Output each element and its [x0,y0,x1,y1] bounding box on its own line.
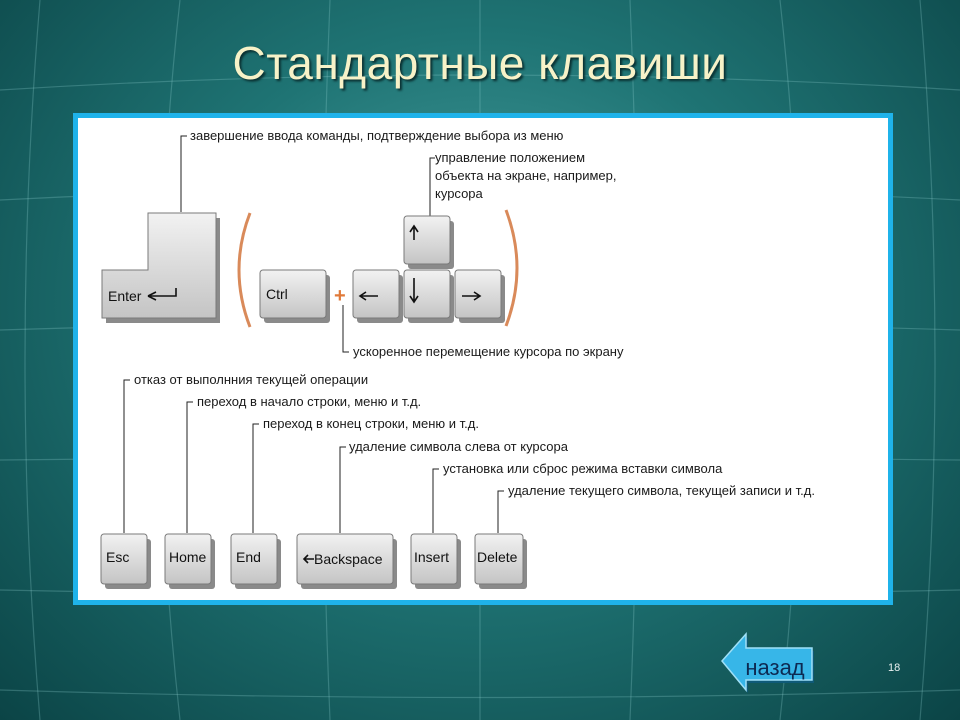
arrow-up-icon [409,224,419,240]
delete-key: Delete [474,533,527,589]
keyboard-diagram: завершение ввода команды, подтверждение … [100,128,815,589]
backspace-description: удаление символа слева от курсора [349,439,569,454]
arrow-down-icon [409,278,419,304]
enter-key-label: Enter [108,288,142,304]
backspace-key: Backspace [296,533,397,589]
back-button[interactable]: назад [718,628,816,694]
home-key: Home [164,533,215,589]
ctrl-key-label: Ctrl [266,286,288,302]
arrows-description-line3: курсора [435,186,484,201]
back-button-label: назад [745,655,805,680]
back-arrow-icon [721,632,814,693]
home-description: переход в начало строки, меню и т.д. [197,394,421,409]
insert-key-label: Insert [414,549,449,565]
esc-key: Esc [100,533,151,589]
insert-description: установка или сброс режима вставки симво… [443,461,723,476]
delete-description: удаление текущего символа, текущей запис… [508,483,815,498]
delete-key-label: Delete [477,549,518,565]
arrows-description-line2: объекта на экране, например, [435,168,616,183]
slide-title: Стандартные клавиши [232,37,728,89]
enter-key: Enter [101,212,220,323]
arrow-up-key [403,215,454,269]
arrow-right-key [454,269,505,323]
ctrl-arrows-description: ускоренное перемещение курсора по экрану [353,344,624,359]
end-description: переход в конец строки, меню и т.д. [263,416,479,431]
arrows-description-line1: управление положением [435,150,585,165]
keyboard-diagram-panel: завершение ввода команды, подтверждение … [73,113,893,605]
ctrl-key: Ctrl [259,269,330,323]
insert-key: Insert [410,533,461,589]
enter-description: завершение ввода команды, подтверждение … [190,128,564,143]
arrow-left-icon [358,291,378,301]
leader-lines [123,135,504,533]
right-bracket [504,209,519,327]
backspace-key-label: Backspace [314,551,383,567]
end-key-label: End [236,549,261,565]
enter-arrow-icon [147,288,177,301]
arrow-down-key [403,269,454,323]
plus-sign: + [334,285,346,307]
left-bracket [237,212,252,328]
esc-description: отказ от выполнния текущей операции [134,372,368,387]
page-number: 18 [888,662,901,674]
arrow-right-icon [462,291,482,301]
end-key: End [230,533,281,589]
esc-key-label: Esc [106,549,129,565]
arrow-left-key [352,269,403,323]
home-key-label: Home [169,549,207,565]
backspace-arrow-icon [302,554,314,564]
